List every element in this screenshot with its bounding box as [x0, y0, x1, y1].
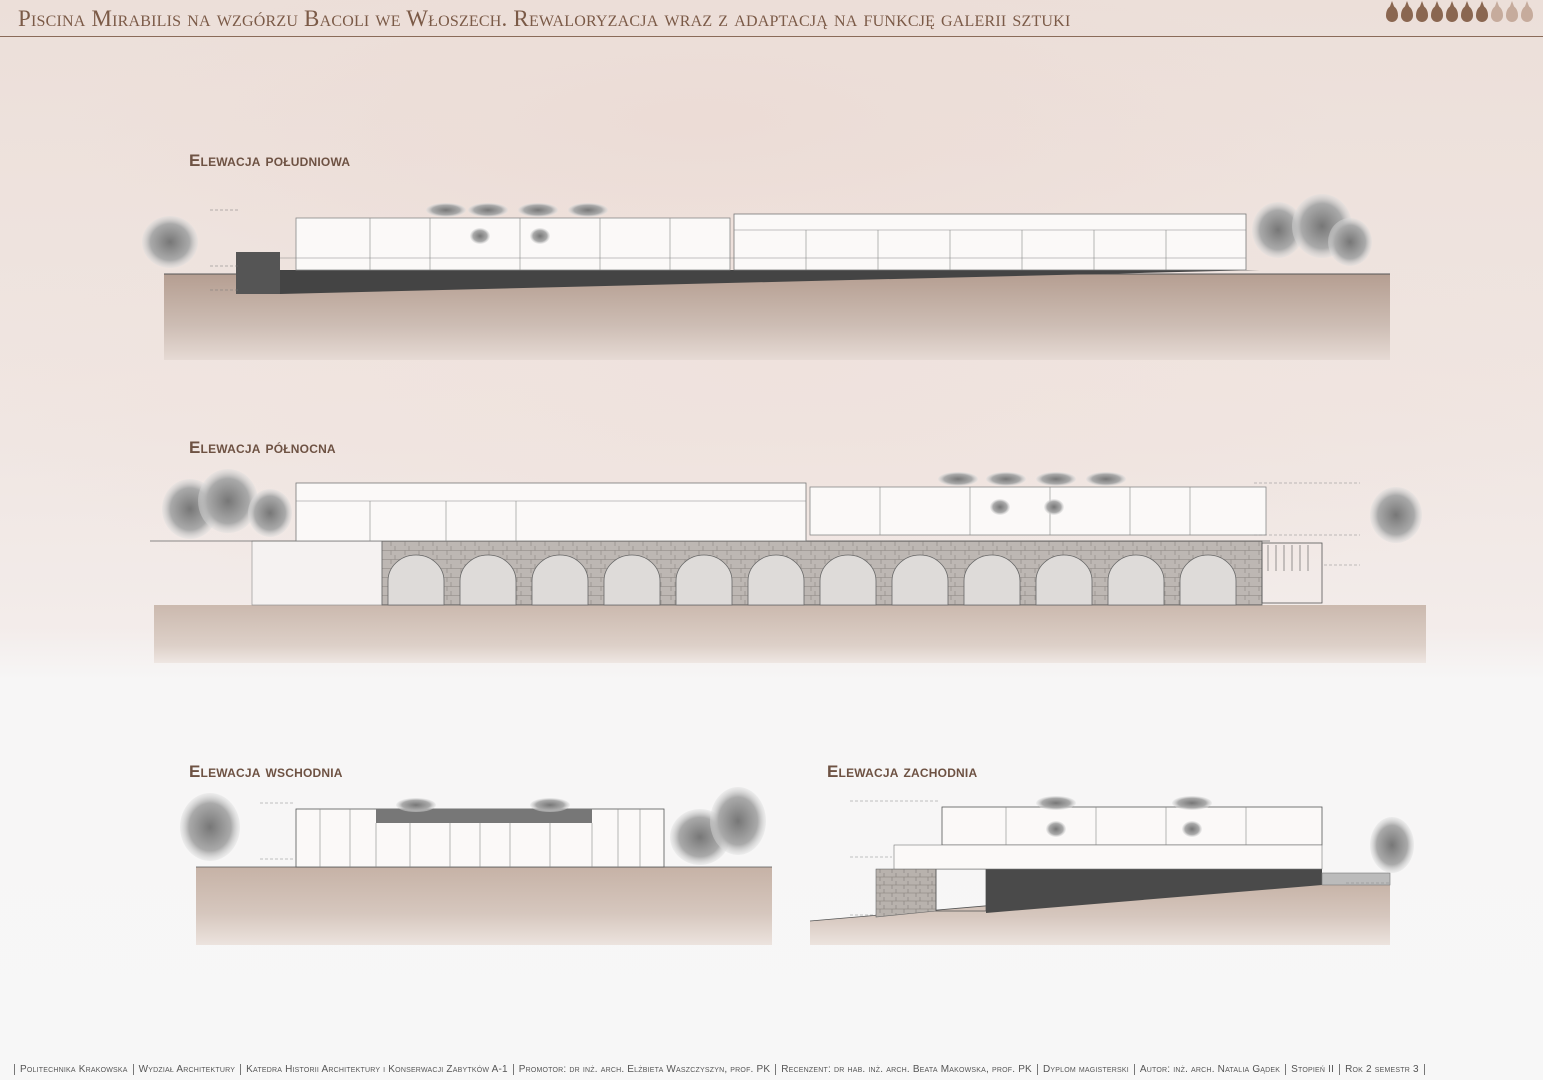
drop-icon: [1416, 6, 1428, 22]
footer-item: Promotor: dr inż. arch. Elżbieta Waszczy…: [512, 1063, 776, 1075]
north-elevation-label: Elewacja północna: [189, 438, 336, 457]
drop-icon: [1401, 6, 1413, 22]
page-title: Piscina Mirabilis na wzgórzu Bacoli we W…: [18, 6, 1071, 31]
drop-icon: [1476, 6, 1488, 22]
west-elevation-label: Elewacja zachodnia: [827, 762, 978, 781]
drop-icon: [1506, 6, 1518, 22]
west-elevation-drawing: [809, 796, 1414, 945]
footer-item: Autor: inż. arch. Natalia Gądek: [1133, 1063, 1285, 1075]
east-elevation-label: Elewacja wschodnia: [189, 762, 343, 781]
footer-item: Recenzent: dr hab. inż. arch. Beata Mako…: [775, 1063, 1037, 1075]
header-bar: Piscina Mirabilis na wzgórzu Bacoli we W…: [0, 0, 1543, 37]
drop-icon: [1521, 6, 1533, 22]
footer-item: Katedra Historii Architektury i Konserwa…: [240, 1063, 513, 1075]
footer-item: Politechnika Krakowska: [14, 1063, 133, 1075]
footer-item: Dyplom magisterski: [1036, 1063, 1134, 1075]
drop-icon: [1461, 6, 1473, 22]
drop-icon: [1491, 6, 1503, 22]
south-elevation-drawing: [142, 194, 1390, 360]
footer-item: Stopień II: [1285, 1063, 1339, 1075]
drop-icon: [1446, 6, 1458, 22]
progress-drops: [1386, 6, 1533, 22]
east-elevation-drawing: [180, 787, 772, 945]
drop-icon: [1431, 6, 1443, 22]
drop-icon: [1386, 6, 1398, 22]
footer-item: Rok 2 semestr 3: [1339, 1063, 1425, 1075]
footer-item: Wydział Architektury: [132, 1063, 241, 1075]
south-elevation-label: Elewacja południowa: [189, 151, 351, 170]
north-elevation-drawing: [150, 469, 1426, 663]
